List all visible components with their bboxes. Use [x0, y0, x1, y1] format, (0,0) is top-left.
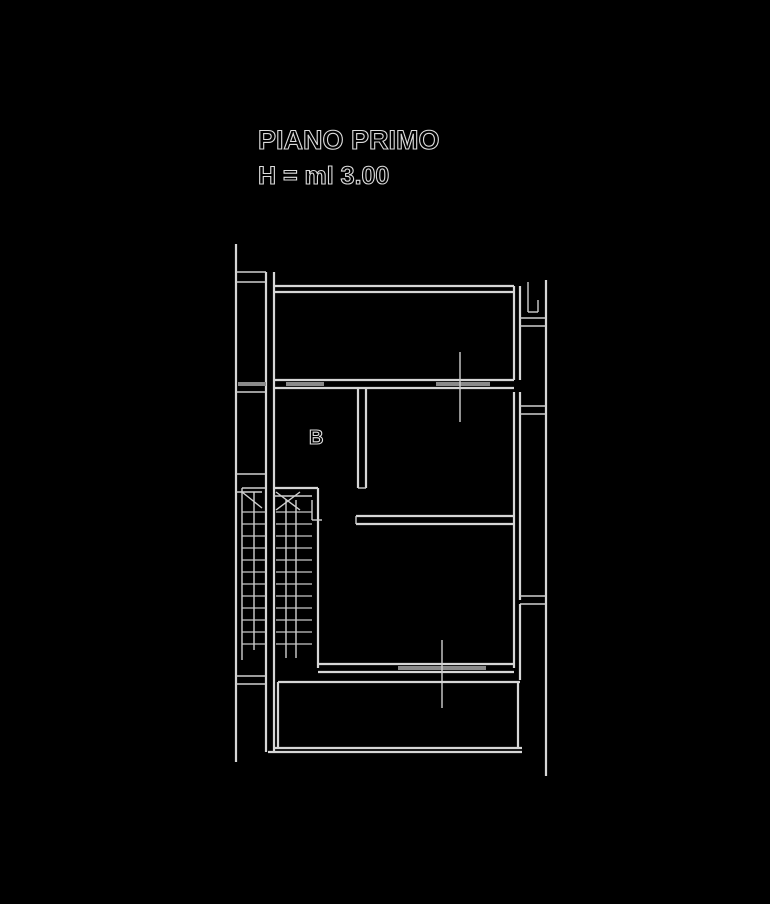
bottom-room	[268, 680, 522, 754]
height-note: H = ml 3.00	[258, 162, 389, 190]
lower-wall	[318, 640, 514, 708]
plan-title: PIANO PRIMO	[258, 125, 440, 155]
room-b-partition	[355, 388, 514, 526]
upper-room	[274, 284, 522, 380]
middle-wall	[238, 352, 514, 422]
staircase	[236, 486, 322, 668]
right-wall	[512, 282, 546, 680]
room-b-label: B	[309, 427, 323, 449]
